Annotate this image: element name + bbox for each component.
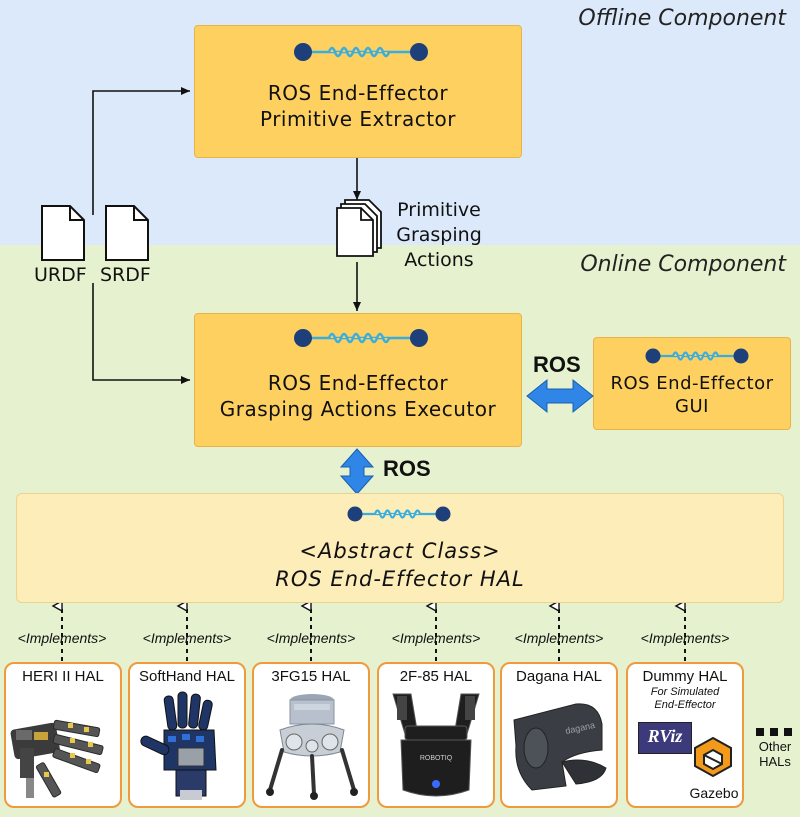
urdf-file-icon (41, 205, 85, 261)
other-hals-line2: HALs (759, 754, 791, 769)
hal-card-3fg15[interactable]: 3FG15 HAL (252, 662, 370, 808)
online-zone-title: Online Component (580, 252, 786, 277)
heri-hand-image (10, 719, 104, 798)
executor-title-line1: ROS End-Effector (267, 371, 449, 395)
ros-node-icon (347, 506, 451, 522)
other-hals-line1: Other (758, 739, 792, 754)
hal-card-title: Dummy HAL (642, 668, 728, 685)
softhand-image (140, 691, 217, 800)
ellipsis-icon (756, 728, 792, 736)
hal-card-dagana[interactable]: Dagana HAL dagana (500, 662, 618, 808)
ros-node-icon (645, 348, 749, 364)
robotiq-logo-text: ROBOTIQ (420, 755, 453, 762)
hal-card-dummy[interactable]: Dummy HAL For Simulated End-Effector RVi… (626, 662, 744, 808)
dummy-subtitle-line1: For Simulated (650, 686, 720, 698)
hal-card-title: 3FG15 HAL (271, 668, 351, 685)
extractor-title-line2: Primitive Extractor (259, 107, 456, 131)
other-hals-label: Other HALs (752, 739, 798, 769)
hal-card-heri[interactable]: HERI II HAL (4, 662, 122, 808)
hal-card-title: 2F-85 HAL (399, 668, 473, 685)
ros-node-icon (294, 43, 428, 61)
implements-tag: <Implements> (17, 630, 107, 646)
implements-tag: <Implements> (514, 630, 604, 646)
urdf-label: URDF (34, 264, 87, 286)
executor-title-line2: Grasping Actions Executor (219, 397, 497, 421)
rviz-logo-text: RViz (647, 726, 683, 746)
hal-card-title: SoftHand HAL (139, 668, 235, 685)
ros-node-icon (294, 329, 428, 347)
extractor-box[interactable]: ROS End-Effector Primitive Extractor (194, 25, 522, 158)
hal-card-title: Dagana HAL (516, 668, 602, 685)
gazebo-logo-icon (694, 736, 732, 778)
rviz-logo: RViz (638, 722, 692, 754)
srdf-file-icon (105, 205, 149, 261)
implements-tag: <Implements> (142, 630, 232, 646)
gui-title-line2: GUI (675, 396, 709, 417)
hal-line2: ROS End-Effector HAL (275, 567, 525, 591)
hal-line1: <Abstract Class> (299, 539, 501, 563)
hal-card-subtitle: For Simulated End-Effector (628, 686, 742, 712)
implements-tag: <Implements> (640, 630, 730, 646)
hal-card-title: HERI II HAL (22, 668, 104, 685)
primitive-actions-line2: Grasping (396, 224, 482, 246)
primitive-actions-stack-icon (336, 199, 382, 257)
implements-arrows (51, 599, 686, 661)
2f85-image: ROBOTIQ (392, 693, 480, 797)
gui-title-line1: ROS End-Effector (610, 373, 774, 394)
implements-tag: <Implements> (266, 630, 356, 646)
primitive-actions-label: Primitive Grasping Actions (384, 198, 494, 273)
hal-abstract-class-box[interactable]: <Abstract Class> ROS End-Effector HAL (16, 493, 784, 603)
files-to-extractor-arrow (92, 87, 190, 215)
gui-box[interactable]: ROS End-Effector GUI (593, 337, 791, 430)
srdf-label: SRDF (100, 264, 151, 286)
files-to-executor-arrow (92, 283, 190, 384)
implements-tag: <Implements> (391, 630, 481, 646)
primitive-actions-line3: Actions (404, 249, 474, 271)
ros-label-hal: ROS (383, 456, 431, 481)
offline-zone-title: Offline Component (578, 6, 786, 31)
dagana-image: dagana (513, 703, 607, 791)
hal-card-softhand[interactable]: SoftHand HAL (128, 662, 246, 808)
ros-label-gui: ROS (533, 352, 581, 377)
executor-box[interactable]: ROS End-Effector Grasping Actions Execut… (194, 313, 522, 447)
gazebo-logo-text: Gazebo (689, 785, 739, 801)
3fg15-image (266, 694, 358, 800)
hal-card-2f85[interactable]: 2F-85 HAL ROBOTIQ (377, 662, 495, 808)
extractor-title-line1: ROS End-Effector (267, 81, 449, 105)
dummy-subtitle-line2: End-Effector (654, 699, 716, 711)
primitive-actions-line1: Primitive (397, 199, 481, 221)
